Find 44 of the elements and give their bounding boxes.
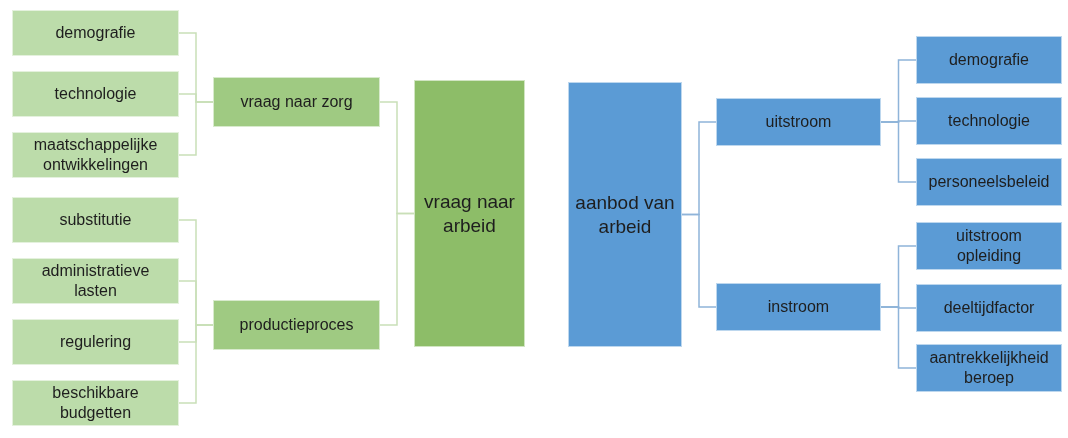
box-label: demografie	[55, 23, 136, 43]
box-label: personeelsbeleid	[928, 172, 1050, 192]
box-label: instroom	[767, 297, 830, 317]
factor-box	[916, 344, 1062, 392]
factor-box	[916, 158, 1062, 206]
connector-line	[681, 213, 717, 308]
box-label: administratieve lasten	[40, 261, 151, 301]
box-label: technologie	[54, 84, 137, 104]
box-label: beschikbare budgetten	[51, 383, 140, 423]
factor-box	[12, 197, 179, 243]
box-label: technologie	[948, 111, 1030, 131]
connector-line	[880, 306, 917, 369]
box-label: deeltijdfactor	[943, 298, 1035, 318]
factor-box	[716, 283, 881, 331]
factor-box	[12, 258, 179, 304]
box-label: maatschappelijke ontwikkelingen	[32, 135, 159, 175]
box-label: aanbod van arbeid	[575, 190, 675, 239]
factor-box	[12, 71, 179, 117]
box-label: vraag naar arbeid	[423, 189, 516, 238]
factor-box	[12, 380, 179, 426]
factor-box	[568, 82, 682, 347]
factor-box	[213, 77, 380, 127]
box-label: substitutie	[59, 210, 132, 230]
factor-box	[916, 222, 1062, 270]
box-label: productieproces	[239, 315, 354, 335]
connector-line	[880, 121, 917, 183]
box-label: uitstroom opleiding	[955, 226, 1023, 266]
factor-box	[414, 80, 525, 347]
factor-box	[916, 97, 1062, 145]
connector-line	[178, 324, 214, 404]
box-label: vraag naar zorg	[240, 92, 353, 112]
factor-box	[12, 132, 179, 178]
factor-box	[716, 98, 881, 146]
connector-line	[379, 212, 415, 326]
factor-box	[12, 319, 179, 365]
factor-box	[213, 300, 380, 350]
connector-line	[178, 101, 214, 156]
box-label: aantrekkelijkheid beroep	[928, 348, 1050, 388]
box-label: demografie	[948, 50, 1029, 70]
box-label: regulering	[59, 332, 132, 352]
factor-box	[916, 284, 1062, 332]
factor-box	[12, 10, 179, 56]
factor-box	[916, 36, 1062, 84]
box-label: uitstroom	[765, 112, 832, 132]
